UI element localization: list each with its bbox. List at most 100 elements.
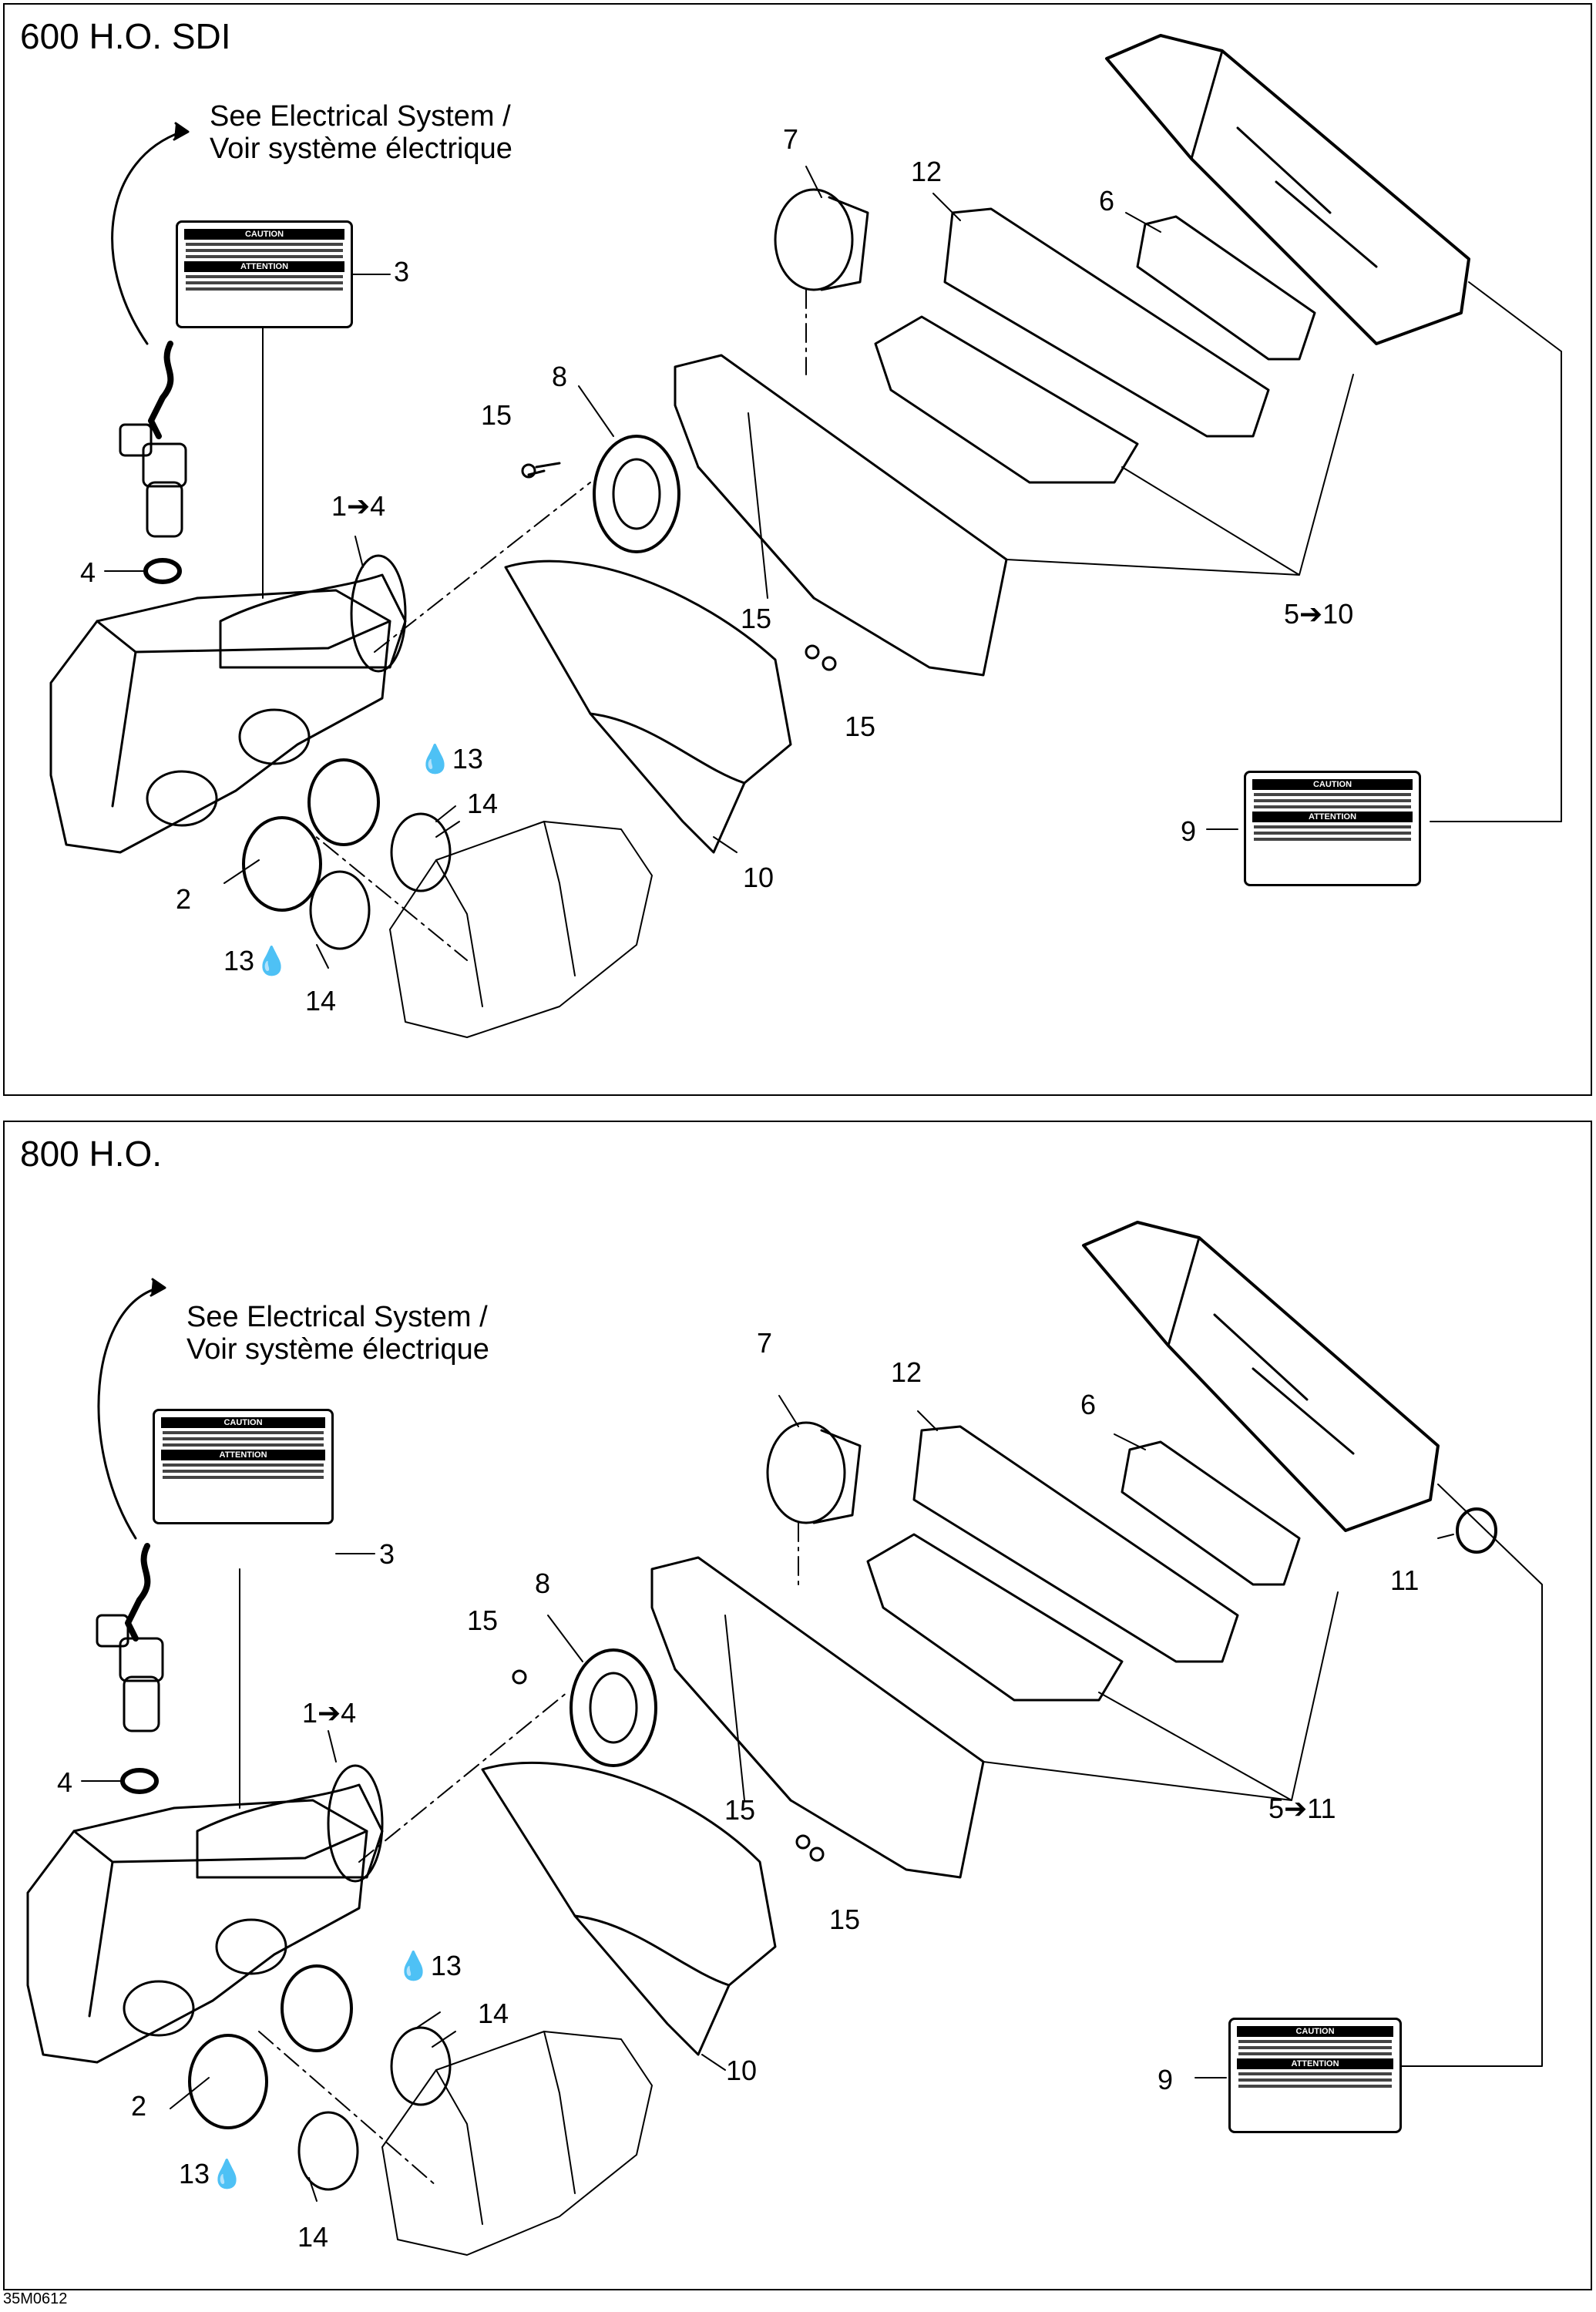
callout-15a: 15 [467,1605,499,1636]
electrical-note-line2: Voir système électrique [210,133,512,165]
callout-8: 8 [535,1568,551,1599]
callout-15c: 15 [829,1904,861,1935]
callout-14-lower: 14 [297,2221,329,2253]
callout-15b: 15 [741,603,772,634]
electrical-note: See Electrical System / Voir système éle… [210,100,512,165]
screw-15c [809,1847,825,1862]
exploded-view-600 [49,34,1562,1038]
filter-6 [1136,215,1316,361]
caution-decal-3: CAUTION ATTENTION [176,220,353,328]
reference-arrow [97,1286,160,1540]
callout-15a: 15 [481,399,512,431]
decal-9-leader [1430,281,1562,822]
screw-15b [795,1834,811,1850]
callout-10: 10 [726,2055,758,2086]
lower-cover-10 [504,560,792,854]
callout-11: 11 [1390,1564,1420,1596]
decal-9-leader [1399,1484,1543,2067]
air-box-housing [49,589,391,854]
grommet-8 [570,1648,657,1767]
callout-5-10: 5➔10 [1284,598,1354,630]
engine-block [389,821,653,1038]
screw-15a [512,1669,527,1685]
decal-attention-heading: ATTENTION [184,261,344,272]
decal-caution-heading: CAUTION [1252,779,1413,790]
callout-2: 2 [131,2090,147,2122]
decal-attention-heading: ATTENTION [161,1450,325,1460]
exploded-view-800 [26,1221,1543,2256]
wire-harness [148,341,174,439]
sensor-plug [146,481,183,538]
figure-code: 35M0612 [3,2290,68,2307]
filter-tray [866,1533,1124,1702]
air-box-cover [650,1556,985,1879]
sensor-connector [119,423,153,457]
adaptor-13-upper [307,758,380,846]
lower-cover-10 [481,1761,777,2056]
decal-attention-heading: ATTENTION [1252,812,1413,822]
engine-block [381,2031,653,2256]
panel-title: 800 H.O. [20,1134,163,1174]
panel-title: 600 H.O. SDI [20,16,231,56]
callout-6: 6 [1099,185,1115,217]
callout-7: 7 [783,123,799,155]
air-box-cover [674,354,1008,677]
intake-tube-1 [219,573,407,669]
wire-harness [125,1543,151,1642]
callout-4: 4 [80,556,96,588]
callout-12: 12 [911,156,942,187]
diagram-panel-800-ho: 800 H.O. See Electrical System / Voir sy… [3,1121,1592,2290]
adaptor-13-upper [281,1964,353,2052]
decal-caution-heading: CAUTION [1237,2026,1393,2037]
callout-2: 2 [176,883,192,915]
callout-13-lower: 13💧 [179,2158,244,2189]
callout-14-upper: 14 [467,788,499,819]
intake-tube-1 [196,1783,384,1879]
callout-10: 10 [743,862,774,893]
callout-3: 3 [394,256,410,287]
callout-7: 7 [757,1327,773,1359]
sensor-connector [96,1614,129,1648]
electrical-note-line2: Voir système électrique [186,1333,489,1366]
foam-12 [912,1425,1239,1663]
air-box-housing [26,1799,368,2064]
center-line-3 [297,821,468,961]
vent-11 [1456,1507,1497,1554]
center-line-1 [374,482,591,653]
clamp-14-lower [297,2111,359,2191]
filter-tray [874,315,1139,484]
oil-drop-icon: 💧 [396,1950,431,1981]
callout-15b: 15 [724,1794,756,1826]
callout-13-upper: 💧13 [396,1950,462,1981]
callout-1-4: 1➔4 [331,490,386,522]
screw-15a [527,462,561,476]
diagram-panel-600-ho-sdi: 600 H.O. SDI See Electrical System / Voi… [3,3,1592,1096]
clamp-14-upper [390,2026,452,2106]
electrical-note: See Electrical System / Voir système éle… [186,1301,489,1366]
sensor-body [142,442,187,488]
caution-decal-9: CAUTION ATTENTION [1244,771,1421,886]
center-line-3 [258,2031,437,2186]
filter-6 [1121,1440,1301,1586]
group-leader [983,1591,1339,1801]
caution-decal-9: CAUTION ATTENTION [1228,2018,1402,2133]
callout-5-11: 5➔11 [1268,1793,1336,1824]
screw-15c [822,656,837,671]
silencer-housing [1082,1221,1440,1532]
callout-4: 4 [57,1766,73,1798]
clamp-14-upper [390,812,452,892]
callout-15c: 15 [845,711,876,742]
callout-13-upper: 💧13 [418,743,483,775]
silencer-housing [1105,34,1470,345]
sensor-body [119,1637,164,1682]
callout-1-4: 1➔4 [302,1697,357,1729]
adaptor-2 [242,816,322,912]
oil-drop-icon: 💧 [418,743,452,775]
electrical-note-line1: See Electrical System / [186,1301,488,1333]
decal-attention-heading: ATTENTION [1237,2058,1393,2069]
screw-15b [805,644,820,660]
foam-12 [943,207,1270,438]
decal-caution-heading: CAUTION [184,229,344,240]
callout-3: 3 [379,1538,395,1570]
callout-14-lower: 14 [305,985,337,1017]
